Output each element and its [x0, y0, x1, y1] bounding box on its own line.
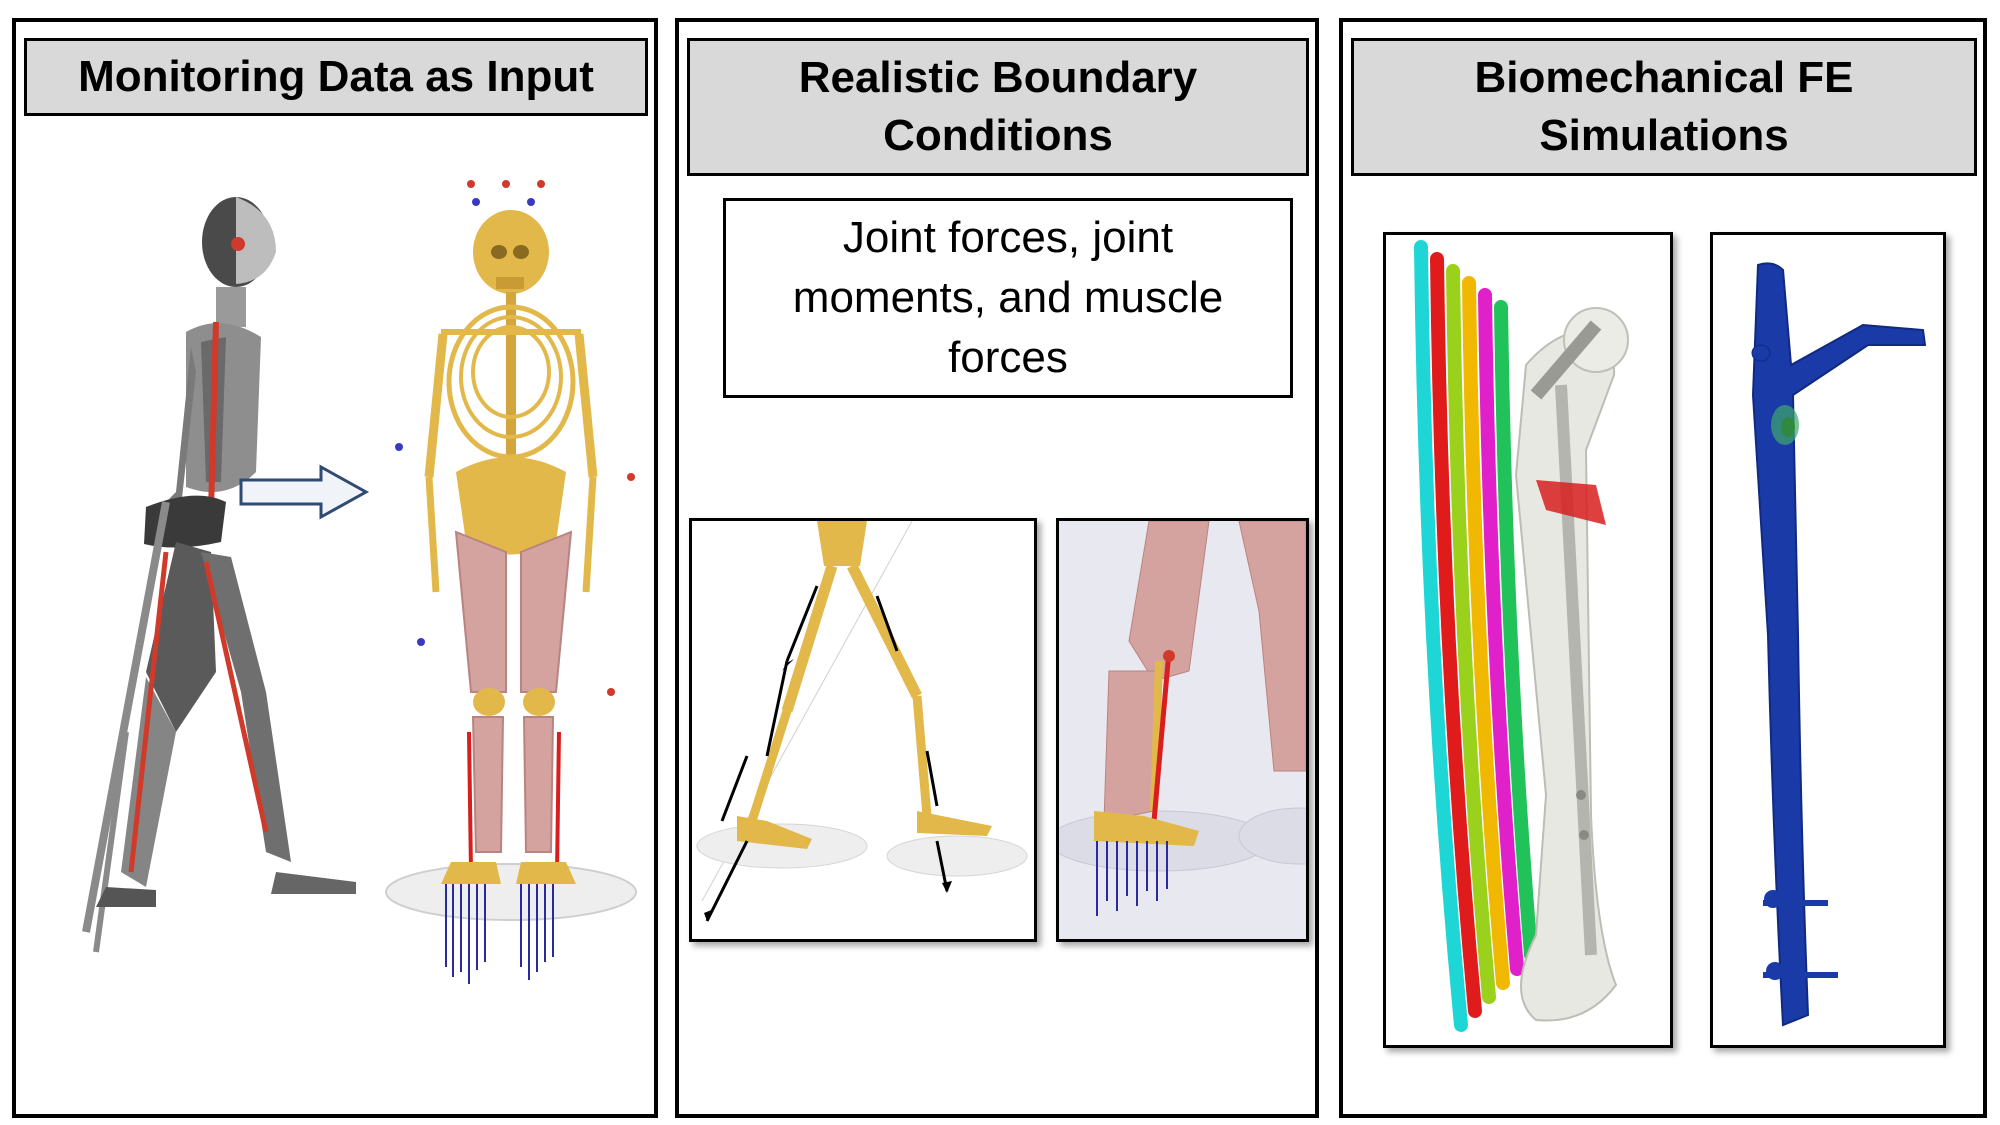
- nail-rod: [1494, 300, 1538, 962]
- description-box: Joint forces, joint moments, and muscle …: [723, 198, 1293, 398]
- description-line-1: Joint forces, joint: [842, 213, 1174, 262]
- fe-stress-result-image: [1710, 232, 1946, 1048]
- panel-fe-simulations: Biomechanical FE Simulations: [1339, 18, 1987, 1118]
- panel-title-line-1: Realistic Boundary: [798, 53, 1198, 102]
- nail-rod: [1430, 252, 1482, 1018]
- muscle-forces-image: [1056, 518, 1309, 942]
- panel-title: Biomechanical FE Simulations: [1351, 38, 1977, 176]
- panel-title: Realistic Boundary Conditions: [687, 38, 1309, 176]
- femur-nail-models-image: [1383, 232, 1673, 1048]
- musculoskeletal-model-image: [385, 180, 637, 984]
- panel-title-line-1: Biomechanical FE: [1474, 53, 1854, 102]
- panel-monitoring: Monitoring Data as Input: [12, 18, 658, 1118]
- panel-title-text: Monitoring Data as Input: [78, 52, 594, 101]
- nail-rod: [1414, 240, 1468, 1032]
- description-line-2: moments, and muscle: [792, 273, 1224, 322]
- panel-title: Monitoring Data as Input: [24, 38, 648, 116]
- exoskeleton-walker-image: [82, 197, 356, 953]
- panel-title-line-2: Simulations: [1539, 111, 1789, 160]
- right-arrow-icon: [239, 464, 370, 520]
- nail-rod: [1446, 264, 1496, 1004]
- panel-boundary-conditions: Realistic Boundary Conditions Joint forc…: [675, 18, 1319, 1118]
- description-line-3: forces: [948, 333, 1068, 382]
- joint-forces-image: [689, 518, 1037, 942]
- nail-rod: [1462, 276, 1510, 990]
- nail-rod: [1478, 288, 1524, 976]
- panel-title-line-2: Conditions: [883, 111, 1113, 160]
